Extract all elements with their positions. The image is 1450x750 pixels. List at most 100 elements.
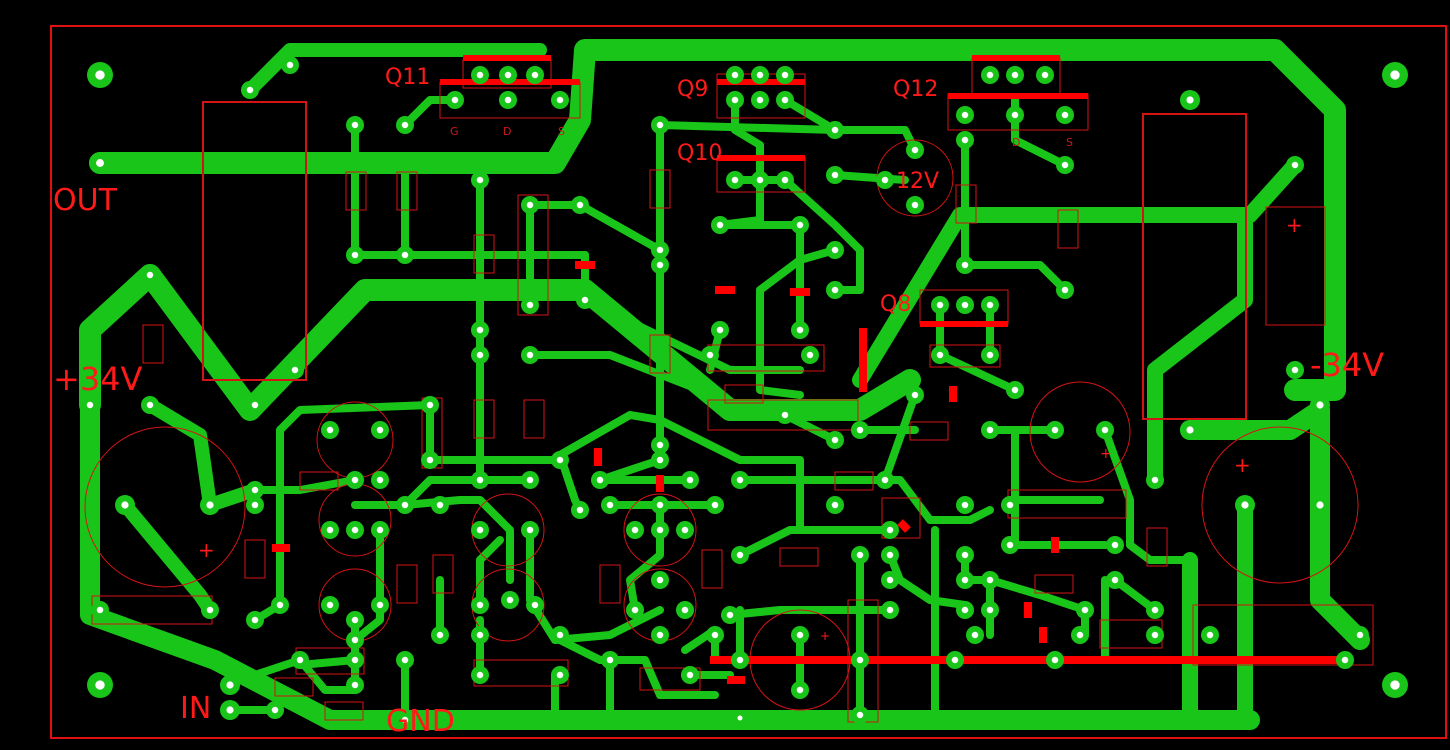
pad-hole	[606, 656, 614, 664]
q10-label: Q10	[677, 141, 722, 166]
pad-hole	[271, 706, 279, 714]
pad-hole	[756, 71, 764, 79]
pad-hole	[856, 656, 864, 664]
pad-hole	[556, 671, 564, 679]
pad-hole	[556, 96, 564, 104]
pin-label-d: D	[503, 125, 511, 138]
pad-hole	[831, 126, 839, 134]
pad-hole	[656, 121, 664, 129]
pad-hole	[351, 251, 359, 259]
pad-hole	[796, 221, 804, 229]
pad-hole	[1051, 426, 1059, 434]
pad-hole	[226, 706, 234, 714]
pad-hole	[961, 301, 969, 309]
pin-label-d: D	[1012, 136, 1020, 149]
pad-hole	[1011, 386, 1019, 394]
q11-label: Q11	[385, 65, 430, 90]
pad-hole	[756, 96, 764, 104]
pad-hole	[736, 551, 744, 559]
plus34-label: +34V	[53, 360, 143, 398]
pad-hole	[831, 436, 839, 444]
pad-hole	[986, 71, 994, 79]
pad-hole	[246, 86, 254, 94]
pad-hole	[631, 606, 639, 614]
pad-hole	[531, 601, 539, 609]
pad-hole	[576, 201, 584, 209]
pad-hole	[351, 616, 359, 624]
pad-hole	[986, 606, 994, 614]
pad-hole	[1390, 680, 1400, 690]
plus-mark: +	[1100, 446, 1112, 462]
pad-hole	[736, 656, 744, 664]
q12-label: Q12	[893, 77, 938, 102]
pad-hole	[226, 681, 234, 689]
pad-hole	[1011, 111, 1019, 119]
pad-hole	[796, 631, 804, 639]
q9-label: Q9	[677, 77, 708, 102]
pad-hole	[1111, 541, 1119, 549]
pad-hole	[206, 606, 214, 614]
pad-hole	[1291, 366, 1299, 374]
pad-hole	[656, 261, 664, 269]
jumpers	[272, 55, 1345, 684]
pad-hole	[986, 426, 994, 434]
pad-hole	[656, 246, 664, 254]
pad-hole	[1061, 161, 1069, 169]
pin-label-s: S	[1066, 136, 1073, 149]
pad-hole	[986, 301, 994, 309]
pad-hole	[936, 301, 944, 309]
pad-hole	[1101, 426, 1109, 434]
pad-hole	[1111, 576, 1119, 584]
pad-hole	[951, 656, 959, 664]
pad-hole	[911, 391, 919, 399]
pad-hole	[576, 506, 584, 514]
pad-hole	[251, 486, 259, 494]
pad-hole	[401, 251, 409, 259]
pad-hole	[376, 476, 384, 484]
plus-mark: +	[1234, 453, 1251, 477]
pad-hole	[961, 136, 969, 144]
pad-hole	[531, 71, 539, 79]
pad-hole	[1006, 541, 1014, 549]
pad-hole	[426, 456, 434, 464]
pad-hole	[681, 606, 689, 614]
pad-hole	[886, 526, 894, 534]
pin-label-s: S	[558, 125, 565, 138]
pad-hole	[376, 426, 384, 434]
pad-hole	[376, 526, 384, 534]
pad-hole	[711, 631, 719, 639]
pad-hole	[796, 686, 804, 694]
pad-hole	[886, 551, 894, 559]
pad-hole	[526, 301, 534, 309]
pad-hole	[556, 631, 564, 639]
pad-hole	[961, 576, 969, 584]
pad-hole	[401, 656, 409, 664]
pad-hole	[326, 426, 334, 434]
pad-hole	[476, 671, 484, 679]
pad-hole	[1291, 161, 1299, 169]
pad-hole	[1041, 71, 1049, 79]
pad-hole	[476, 631, 484, 639]
pad-hole	[781, 96, 789, 104]
pad-hole	[856, 426, 864, 434]
pad-hole	[1206, 631, 1214, 639]
pad-hole	[831, 286, 839, 294]
pad-hole	[476, 526, 484, 534]
pad-hole	[526, 201, 534, 209]
pad-hole	[737, 715, 743, 721]
plus-mark: +	[198, 538, 215, 562]
pad-hole	[1076, 631, 1084, 639]
pad-hole	[656, 631, 664, 639]
pad-hole	[731, 176, 739, 184]
pad-hole	[376, 601, 384, 609]
pad-hole	[806, 351, 814, 359]
pad-hole	[911, 201, 919, 209]
pad-hole	[326, 601, 334, 609]
pad-hole	[1006, 501, 1014, 509]
minus34-label: -34V	[1310, 346, 1384, 384]
pad-hole	[886, 606, 894, 614]
pad-hole	[731, 96, 739, 104]
pad-hole	[476, 351, 484, 359]
pad-hole	[686, 476, 694, 484]
